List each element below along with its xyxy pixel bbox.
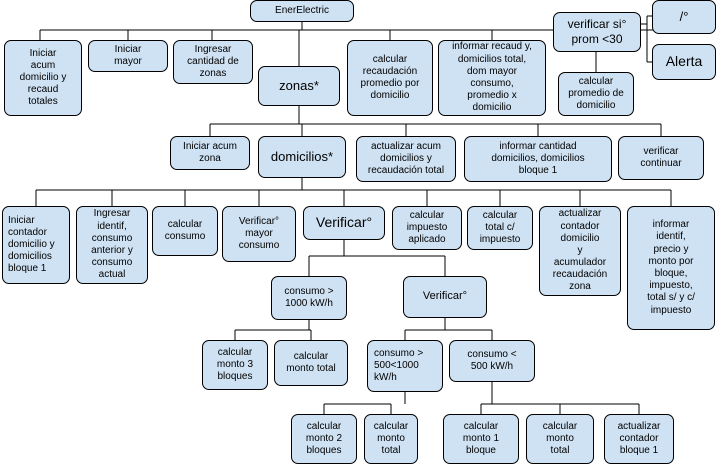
node-calc-promedio: calcular promedio de domicilio xyxy=(558,72,634,116)
node-iniciar-acum: Iniciar acum domicilio y recaud totales xyxy=(4,40,82,116)
node-calc-monto-total-b: calcular monto total xyxy=(364,414,418,464)
node-consumo-1000: consumo > 1000 kW/h xyxy=(271,276,347,320)
node-alerta: Alerta xyxy=(652,44,716,80)
node-verificar-sub: Verificar° xyxy=(403,276,487,318)
node-calc-consumo: calcular consumo xyxy=(152,206,218,256)
node-informar-cantidad: informar cantidad domicilios, domicilios… xyxy=(464,136,612,182)
node-actualizar-acum: actualizar acum domicilios y recaudación… xyxy=(356,136,456,182)
node-iniciar-mayor: Iniciar mayor xyxy=(88,40,168,72)
node-domicilios: domicilios* xyxy=(258,136,346,178)
node-ingresar-zonas: Ingresar cantidad de zonas xyxy=(173,40,253,84)
node-verificar-main: Verificar° xyxy=(303,206,385,240)
node-actualizar-contador: actualizar contador domicilio y acumulad… xyxy=(539,206,621,296)
node-enerelectric: EnerElectric xyxy=(250,0,354,22)
node-actualizar-bloque1: actualizar contador bloque 1 xyxy=(604,414,674,464)
node-verificar-continuar: verificar continuar xyxy=(618,136,704,180)
node-calc-impuesto: calcular impuesto aplicado xyxy=(392,206,462,250)
node-ingresar-identif: Ingresar identif, consumo anterior y con… xyxy=(76,206,148,284)
node-informar-recaud: informar recaud y, domicilios total, dom… xyxy=(438,40,546,116)
node-calc-recaudacion: calcular recaudación promedio por domici… xyxy=(347,40,433,116)
node-calc-monto-total-c: calcular monto total xyxy=(526,414,594,464)
node-zonas: zonas* xyxy=(258,66,340,106)
node-no-op: /° xyxy=(652,0,716,34)
node-informar-identif: informar identif, precio y monto por blo… xyxy=(627,206,715,330)
node-calc-monto2: calcular monto 2 bloques xyxy=(291,414,357,464)
node-calc-monto-total-a: calcular monto total xyxy=(274,340,348,386)
node-calc-total-impuesto: calcular total c/ impuesto xyxy=(467,206,533,250)
node-verificar-mayor: Verificar° mayor consumo xyxy=(222,206,296,262)
node-consumo-500-1000: consumo > 500<1000 kW/h xyxy=(367,340,443,392)
node-calc-monto1: calcular monto 1 bloque xyxy=(443,414,519,464)
node-calc-monto3: calcular monto 3 bloques xyxy=(202,340,268,390)
node-consumo-500: consumo < 500 kW/h xyxy=(449,340,535,382)
node-iniciar-zona: Iniciar acum zona xyxy=(170,136,250,170)
node-iniciar-contador: Iniciar contador domicilio y domicilios … xyxy=(2,206,70,284)
node-verificar-prom: verificar si° prom <30 xyxy=(553,12,641,52)
